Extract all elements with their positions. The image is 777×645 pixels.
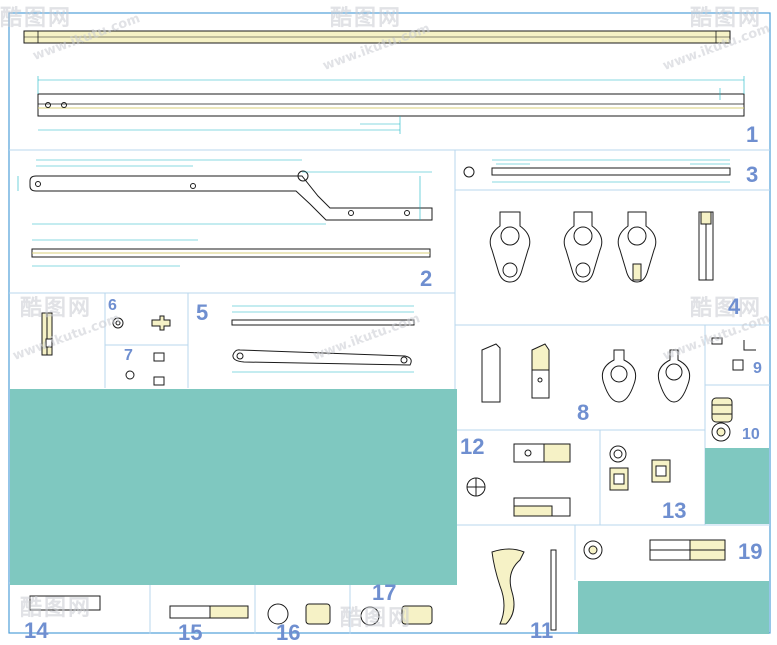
callout-9: 9 (753, 360, 762, 377)
callout-17: 17 (372, 580, 397, 605)
callout-12: 12 (460, 434, 485, 459)
callout-13: 13 (662, 498, 687, 523)
part-1-rail (23, 30, 745, 134)
part-13-fitting (609, 445, 671, 491)
callout-11: 11 (530, 618, 554, 643)
teal-panel-right (705, 448, 769, 524)
callout-8: 8 (577, 400, 590, 425)
part-8-brackets (481, 343, 691, 403)
callout-19: 19 (738, 539, 763, 564)
bottom-small-parts (29, 595, 433, 626)
callout-10: 10 (742, 426, 760, 443)
teal-panel-left (10, 389, 457, 585)
callout-15: 15 (178, 620, 203, 645)
sheet-frame (8, 12, 771, 634)
part-4-clamps (489, 211, 714, 283)
part-9-10 (711, 337, 756, 442)
part-3-rod (463, 159, 731, 183)
part-11-19 (491, 539, 726, 631)
callout-14: 14 (24, 618, 49, 643)
part-5-links (231, 305, 415, 373)
callout-1: 1 (746, 122, 759, 147)
part-6-7-small (41, 312, 171, 386)
callout-2: 2 (420, 266, 433, 291)
callout-4: 4 (728, 294, 741, 319)
part-2-arm (17, 159, 433, 267)
teal-panel-bottom (578, 581, 769, 634)
callout-6: 6 (108, 297, 117, 314)
callout-5: 5 (196, 300, 209, 325)
part-12-block (466, 443, 571, 517)
callout-7: 7 (124, 347, 133, 364)
callout-3: 3 (746, 162, 759, 187)
callout-16: 16 (276, 620, 301, 645)
